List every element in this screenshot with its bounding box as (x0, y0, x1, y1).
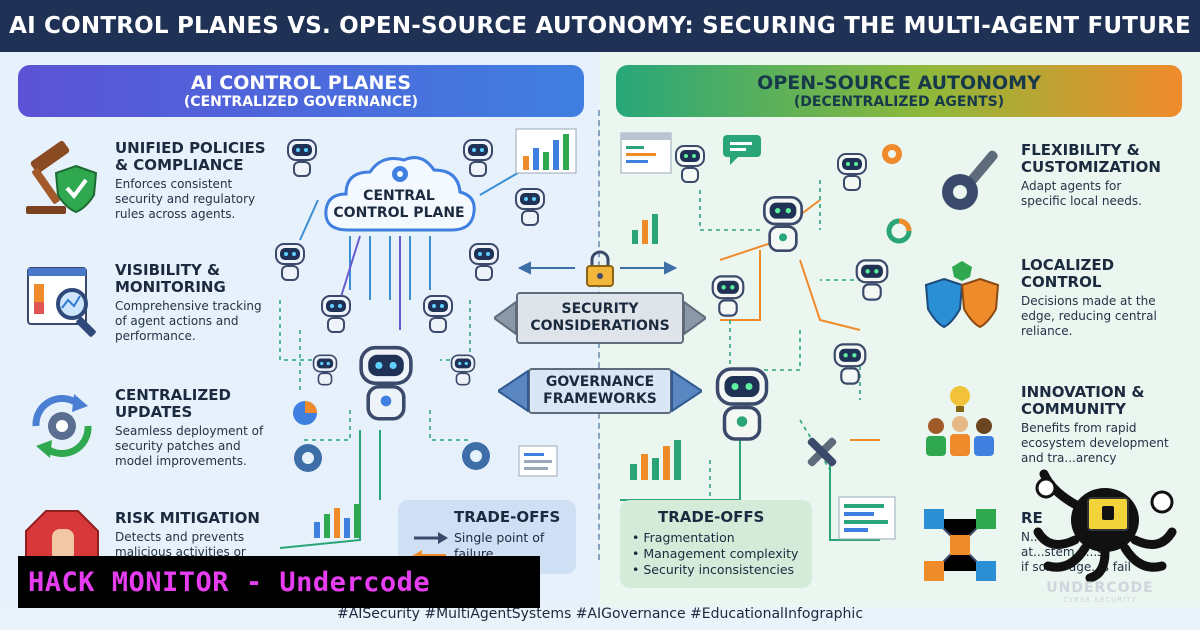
feature-title: RE (1021, 509, 1043, 527)
tradeoff-item: • Management complexity (632, 546, 799, 561)
code-window-icon (620, 132, 672, 174)
feature-title: FLEXIBILITY & (1021, 141, 1140, 159)
feature-title: MONITORING (115, 278, 226, 296)
gear-icon (462, 442, 490, 470)
feature-innovation-community: INNOVATION & COMMUNITY Benefits from rap… (1021, 384, 1196, 466)
right-heading: OPEN-SOURCE AUTONOMY (757, 71, 1041, 94)
bar-chart-icon (632, 214, 658, 244)
tradeoff-item: • Security inconsistencies (632, 562, 795, 577)
left-banner: AI CONTROL PLANES (CENTRALIZED GOVERNANC… (18, 65, 584, 117)
wrench-gear-icon (942, 150, 998, 210)
feature-title: LOCALIZED (1021, 256, 1115, 274)
monitor-magnifier-icon (27, 267, 96, 337)
feature-title: VISIBILITY & (115, 261, 221, 279)
feature-visibility-monitoring: VISIBILITY & MONITORING Comprehensive tr… (115, 262, 360, 344)
feature-title: UPDATES (115, 403, 193, 421)
left-subheading: (CENTRALIZED GOVERNANCE) (183, 93, 419, 110)
feature-title: UNIFIED POLICIES (115, 139, 266, 157)
central-control-plane-label: CENTRAL CONTROL PLANE (333, 188, 465, 221)
double-arrow-icon (498, 370, 702, 412)
hashtags: #AISecurity #MultiAgentSystems #AIGovern… (336, 606, 864, 622)
feature-title: INNOVATION & (1021, 383, 1145, 401)
bar-chart-icon (630, 440, 681, 480)
robot-icon (515, 188, 545, 226)
network-cubes-icon (924, 509, 996, 581)
tradeoff-item: Single point of (454, 530, 545, 545)
feature-unified-policies: UNIFIED POLICIES & COMPLIANCE Enforces c… (115, 140, 360, 222)
robot-icon (837, 153, 867, 191)
shields-icon (924, 261, 1000, 329)
left-heading: AI CONTROL PLANES (190, 71, 412, 94)
feature-title: CENTRALIZED (115, 386, 231, 404)
gear-icon (294, 444, 322, 472)
sync-gear-icon (32, 394, 92, 458)
pie-chart-icon (293, 401, 317, 425)
robot-large-icon (763, 196, 803, 252)
robot-icon (469, 243, 499, 281)
community-lightbulb-icon (926, 386, 994, 456)
cloud-icon (324, 156, 476, 232)
gear-icon (882, 144, 902, 164)
double-arrow-icon (494, 300, 706, 336)
robot-large-icon (715, 367, 769, 441)
watermark-text: HACK MONITOR - Undercode (28, 566, 431, 598)
chat-bubble-icon (723, 135, 761, 165)
page-title: AI CONTROL PLANES VS. OPEN-SOURCE AUTONO… (9, 13, 1191, 39)
robot-icon (855, 259, 889, 301)
tradeoffs-title: TRADE-OFFS (658, 508, 765, 526)
right-subheading: (DECENTRALIZED AGENTS) (793, 93, 1005, 110)
robot-icon (312, 354, 338, 386)
tradeoffs-title: TRADE-OFFS (454, 508, 561, 526)
robot-icon (287, 139, 317, 177)
robot-icon (423, 295, 453, 333)
robot-large-icon (359, 345, 413, 421)
right-tradeoffs-panel: TRADE-OFFS • Fragmentation • Management … (620, 500, 812, 588)
robot-icon (275, 243, 305, 281)
list-window-icon (838, 496, 896, 540)
gavel-shield-icon (26, 140, 98, 214)
logo-subtitle: CYBER SECURITY (1063, 596, 1137, 604)
lock-icon (586, 250, 614, 287)
robot-icon (450, 354, 476, 386)
right-banner: OPEN-SOURCE AUTONOMY (DECENTRALIZED AGEN… (616, 65, 1182, 117)
feature-title: COMMUNITY (1021, 400, 1127, 418)
feature-centralized-updates: CENTRALIZED UPDATES Seamless deployment … (115, 387, 360, 469)
logo-name: UNDERCODE (1046, 580, 1154, 596)
robot-icon (675, 145, 705, 183)
robot-icon (321, 295, 351, 333)
bar-chart-icon (515, 128, 577, 174)
robot-icon (711, 275, 745, 317)
robot-icon (463, 139, 493, 177)
governance-frameworks-scroll: GOVERNANCE FRAMEWORKS (528, 368, 672, 414)
document-icon (518, 445, 558, 477)
pie-chart-icon (886, 218, 912, 244)
feature-flexibility-customization: FLEXIBILITY & CUSTOMIZATION Adapt agents… (1021, 142, 1196, 209)
security-considerations-scroll: SECURITY CONSIDERATIONS (516, 292, 684, 344)
watermark-banner: HACK MONITOR - Undercode (18, 556, 540, 608)
feature-title: RISK MITIGATION (115, 509, 260, 527)
feature-title: CUSTOMIZATION (1021, 158, 1161, 176)
robot-icon (833, 343, 867, 385)
title-bar: AI CONTROL PLANES VS. OPEN-SOURCE AUTONO… (0, 0, 1200, 52)
wrench-icon (807, 437, 837, 467)
undercode-logo (1033, 469, 1177, 582)
bar-chart-icon (314, 504, 360, 538)
feature-title: & COMPLIANCE (115, 156, 244, 174)
feature-title: CONTROL (1021, 273, 1102, 291)
tradeoff-item: • Fragmentation (632, 530, 735, 545)
